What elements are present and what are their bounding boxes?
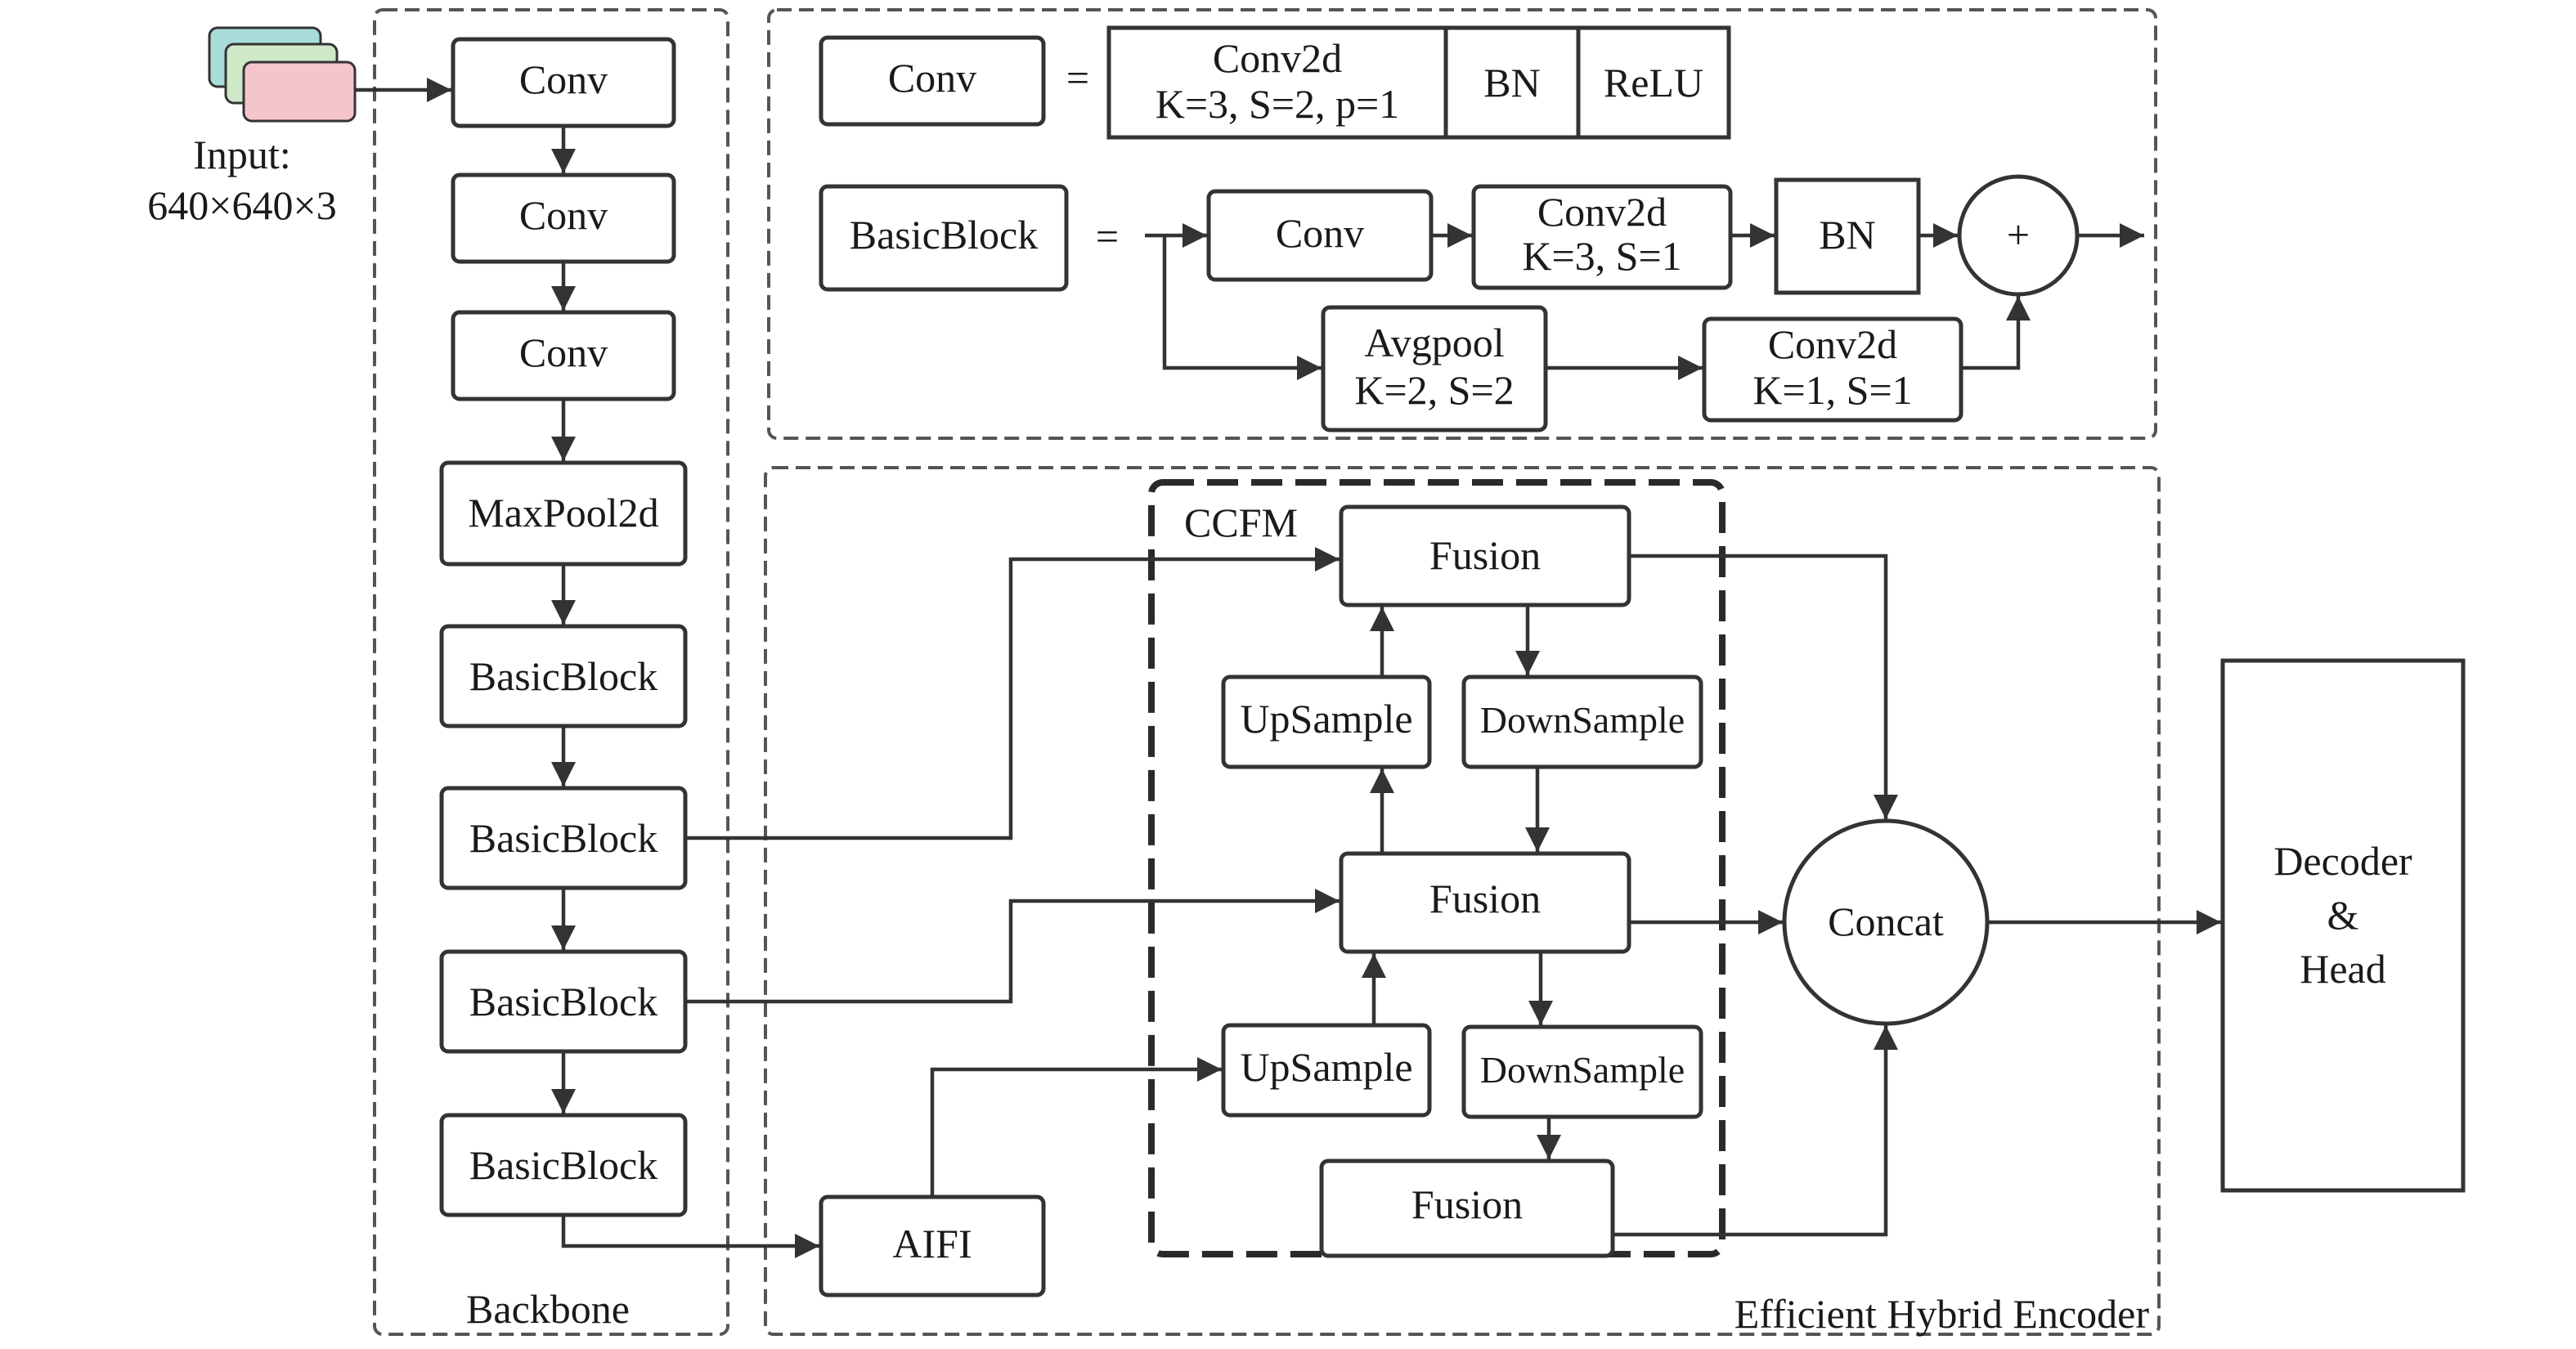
svg-text:DownSample: DownSample [1480,1049,1685,1091]
legend-conv-conv2d-title: Conv2d [1213,35,1342,81]
encoder-frame [764,466,2161,1336]
svg-text:Conv: Conv [519,329,608,375]
svg-text:Conv: Conv [519,56,608,102]
svg-text:BasicBlock: BasicBlock [469,1142,658,1188]
svg-text:Fusion: Fusion [1429,532,1541,578]
backbone-block-basicblock-4: BasicBlock [439,1113,688,1217]
backbone-caption: Backbone [466,1286,630,1332]
legend-bb-avgpool: Avgpool K=2, S=2 [1321,305,1548,432]
svg-text:Decoder: Decoder [2273,838,2412,884]
backbone-block-basicblock-2: BasicBlock [439,786,688,890]
input-shape: 640×640×3 [147,182,336,228]
svg-text:Conv2d: Conv2d [1768,321,1897,367]
legend-basicblock-name: BasicBlock [819,184,1069,292]
legend-conv-name: Conv [819,35,1046,127]
svg-text:BasicBlock: BasicBlock [469,815,658,861]
svg-text:MaxPool2d: MaxPool2d [468,490,658,536]
backbone-frame [373,8,729,1336]
legend-bb-conv2d: Conv2d K=3, S=1 [1471,184,1733,290]
decoder-head-block: Decoder & Head [2220,658,2466,1193]
backbone-block-maxpool: MaxPool2d [439,460,688,567]
upsample-top: UpSample [1221,674,1432,769]
svg-text:Head: Head [2300,946,2386,992]
svg-text:K=2, S=2: K=2, S=2 [1354,367,1514,413]
backbone-block-basicblock-1: BasicBlock [439,624,688,728]
downsample-top: DownSample [1461,674,1703,769]
svg-text:BasicBlock: BasicBlock [469,653,658,699]
svg-text:BN: BN [1819,212,1875,258]
input-label: Input: [193,132,290,177]
legend-conv-relu: ReLU [1604,60,1703,105]
aifi-block: AIFI [819,1194,1046,1297]
legend-frame [767,8,2157,440]
svg-text:BasicBlock: BasicBlock [469,979,658,1024]
svg-text:Concat: Concat [1828,899,1944,944]
svg-text:Conv2d: Conv2d [1537,189,1667,235]
svg-text:DownSample: DownSample [1480,699,1685,741]
backbone-block-conv-2: Conv [451,173,676,264]
svg-text:Avgpool: Avgpool [1364,320,1504,365]
input-image-stack-icon [208,26,357,123]
fusion-top: Fusion [1339,504,1631,607]
ccfm-label: CCFM [1184,500,1298,545]
upsample-bottom: UpSample [1221,1023,1432,1118]
svg-text:Conv: Conv [888,55,976,101]
svg-text:&: & [2327,892,2359,938]
svg-text:Conv: Conv [1276,210,1364,256]
svg-text:+: + [2007,212,2030,258]
fusion-mid: Fusion [1339,851,1631,954]
svg-text:UpSample: UpSample [1240,696,1412,742]
legend-bb-conv: Conv [1206,189,1434,282]
legend-conv-sequence: Conv2d K=3, S=2, p=1 BN ReLU [1106,25,1731,140]
svg-text:UpSample: UpSample [1240,1044,1412,1090]
svg-text:K=3, S=1: K=3, S=1 [1522,233,1681,279]
legend-bb-add: + [1957,174,2080,297]
concat-node: Concat [1782,818,1990,1026]
backbone-block-conv-1: Conv [451,37,676,128]
svg-text:Fusion: Fusion [1411,1181,1523,1227]
legend-basicblock-equals: = [1096,213,1119,259]
svg-text:Conv: Conv [519,192,608,238]
encoder-arrows [561,547,2221,1258]
backbone-block-basicblock-3: BasicBlock [439,949,688,1054]
legend-bb-shortcut-conv2d: Conv2d K=1, S=1 [1702,316,1963,423]
svg-text:BasicBlock: BasicBlock [850,212,1039,258]
encoder-caption: Efficient Hybrid Encoder [1735,1291,2150,1337]
legend-bb-bn: BN [1774,177,1921,295]
legend-basicblock-arrows [1145,223,2144,380]
legend-conv-bn: BN [1483,60,1540,105]
fusion-bottom: Fusion [1319,1159,1615,1258]
backbone-block-conv-3: Conv [451,310,676,401]
legend-conv-equals: = [1066,55,1089,101]
svg-text:K=1, S=1: K=1, S=1 [1752,367,1912,413]
backbone-arrows [355,78,576,1114]
legend-conv-conv2d-params: K=3, S=2, p=1 [1156,81,1400,127]
downsample-bottom: DownSample [1461,1024,1703,1119]
svg-text:Fusion: Fusion [1429,876,1541,921]
svg-text:AIFI: AIFI [892,1221,972,1266]
